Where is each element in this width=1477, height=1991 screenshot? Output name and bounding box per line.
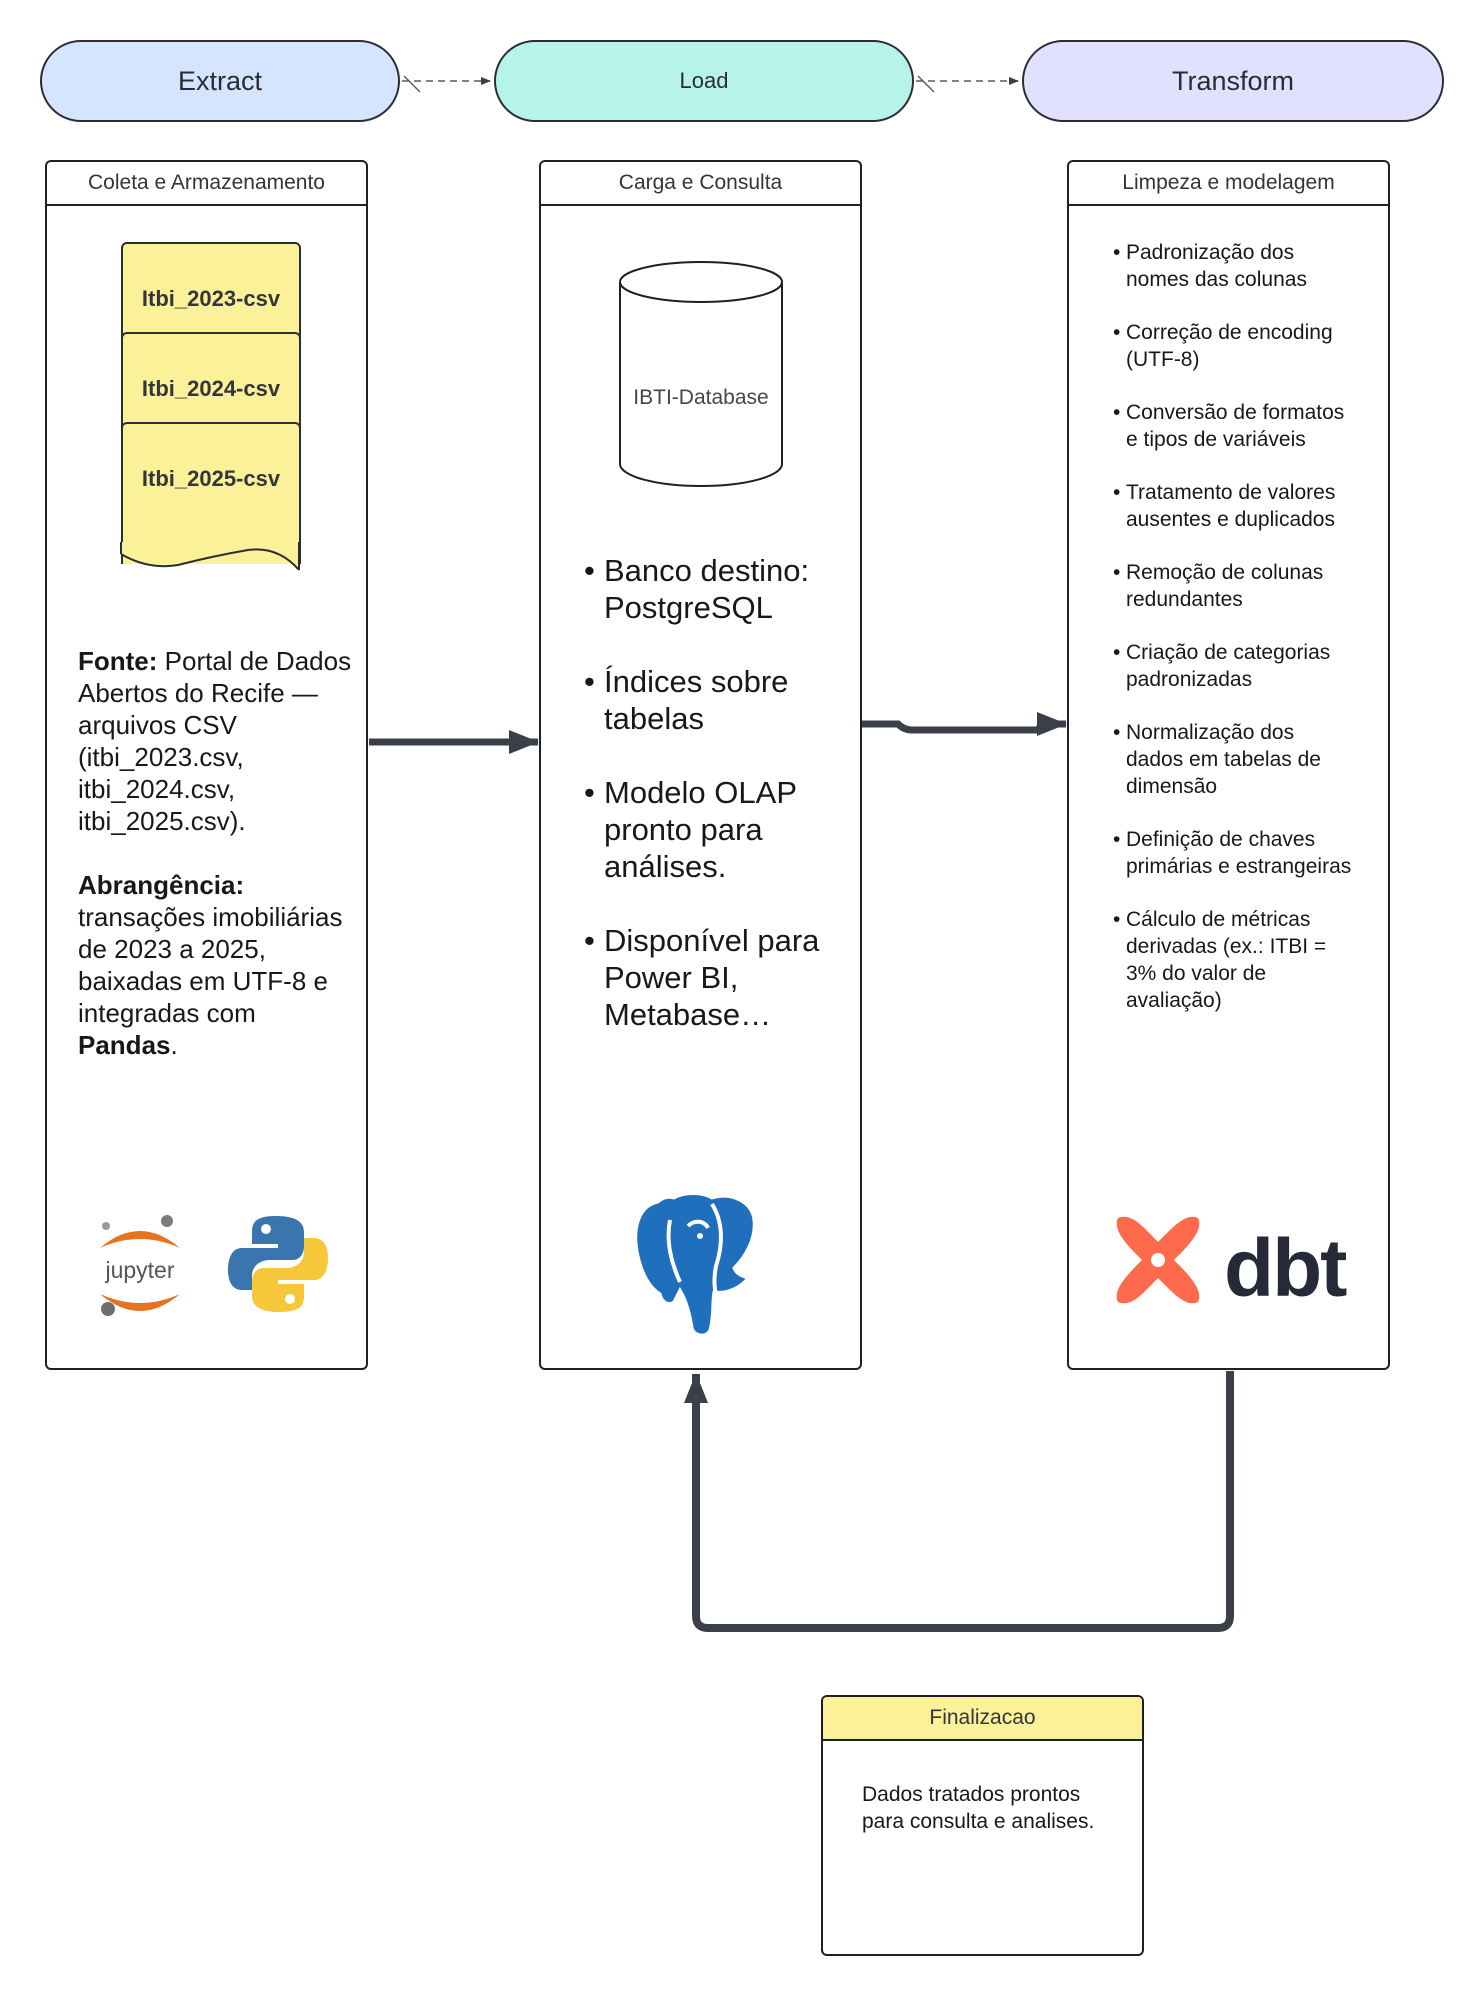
dbt-wordmark: dbt bbox=[1224, 1223, 1347, 1312]
transform-bullet: Normalização dos dados em tabelas de dim… bbox=[1113, 719, 1355, 800]
load-bullets: Banco destino: PostgreSQL Índices sobre … bbox=[584, 552, 854, 1070]
load-bullet: Disponível para Power BI, Metabase… bbox=[584, 922, 854, 1033]
abrangencia-text: transações imobiliárias de 2023 a 2025, … bbox=[78, 902, 343, 1028]
postgresql-elephant-icon bbox=[634, 1192, 756, 1337]
file-label-2025: Itbi_2025-csv bbox=[141, 466, 281, 491]
file-itbi-2025: Itbi_2025-csv bbox=[121, 422, 301, 564]
transform-bullets: Padronização dos nomes das colunas Corre… bbox=[1113, 239, 1355, 1040]
pandas-label: Pandas bbox=[78, 1030, 171, 1060]
transform-phase: Transform bbox=[1022, 40, 1444, 122]
dbt-logo: dbt bbox=[1116, 1216, 1349, 1312]
fonte-label: Fonte: bbox=[78, 646, 158, 676]
jupyter-logo: jupyter bbox=[100, 1215, 180, 1316]
database-icon: IBTI-Database bbox=[619, 261, 783, 487]
load-phase-label: Load bbox=[679, 68, 729, 93]
transform-bullet: Correção de encoding (UTF-8) bbox=[1113, 319, 1355, 373]
dashed-arrow-extract-load bbox=[402, 75, 491, 93]
arrow-load-to-transform bbox=[862, 712, 1067, 736]
fonte-paragraph: Fonte: Portal de Dados Abertos do Recife… bbox=[78, 645, 358, 837]
transform-bullet: Criação de categorias padronizadas bbox=[1113, 639, 1355, 693]
load-bullet: Modelo OLAP pronto para análises. bbox=[584, 774, 854, 885]
transform-bullet: Remoção de colunas redundantes bbox=[1113, 559, 1355, 613]
extract-card-title: Coleta e Armazenamento bbox=[47, 162, 366, 206]
load-phase: Load bbox=[494, 40, 914, 122]
final-card: Finalizacao bbox=[821, 1695, 1144, 1956]
transform-phase-label: Transform bbox=[1171, 65, 1294, 96]
period: . bbox=[170, 1030, 178, 1060]
abrangencia-label: Abrangência: bbox=[78, 870, 245, 900]
abrangencia-paragraph: Abrangência: transações imobiliárias de … bbox=[78, 869, 358, 1061]
jupyter-wordmark: jupyter bbox=[104, 1257, 174, 1283]
python-icon bbox=[228, 1216, 328, 1312]
database-label: IBTI-Database bbox=[633, 386, 768, 409]
transform-bullet: Padronização dos nomes das colunas bbox=[1113, 239, 1355, 293]
load-bullet: Banco destino: PostgreSQL bbox=[584, 552, 854, 626]
final-card-text: Dados tratados prontos para consulta e a… bbox=[862, 1783, 1095, 1833]
extract-phase: Extract bbox=[40, 40, 400, 122]
transform-card-title: Limpeza e modelagem bbox=[1069, 162, 1388, 206]
dashed-arrow-load-transform bbox=[916, 75, 1019, 93]
file-label-2024: Itbi_2024-csv bbox=[141, 376, 281, 401]
extract-phase-label: Extract bbox=[177, 65, 263, 96]
arrow-transform-back-to-load bbox=[684, 1371, 1234, 1632]
load-bullet: Índices sobre tabelas bbox=[584, 663, 854, 737]
final-card-title: Finalizacao bbox=[823, 1697, 1142, 1741]
transform-bullet: Cálculo de métricas derivadas (ex.: ITBI… bbox=[1113, 906, 1355, 1014]
extract-description: Fonte: Portal de Dados Abertos do Recife… bbox=[78, 645, 358, 1061]
transform-bullet: Tratamento de valores ausentes e duplica… bbox=[1113, 479, 1355, 533]
transform-bullet: Conversão de formatos e tipos de variáve… bbox=[1113, 399, 1355, 453]
fonte-text: Portal de Dados Abertos do Recife — arqu… bbox=[78, 646, 352, 836]
load-card-title: Carga e Consulta bbox=[541, 162, 860, 206]
transform-bullet: Definição de chaves primárias e estrange… bbox=[1113, 826, 1355, 880]
file-label-2023: Itbi_2023-csv bbox=[141, 286, 281, 311]
file-wave-bottom bbox=[120, 542, 300, 571]
